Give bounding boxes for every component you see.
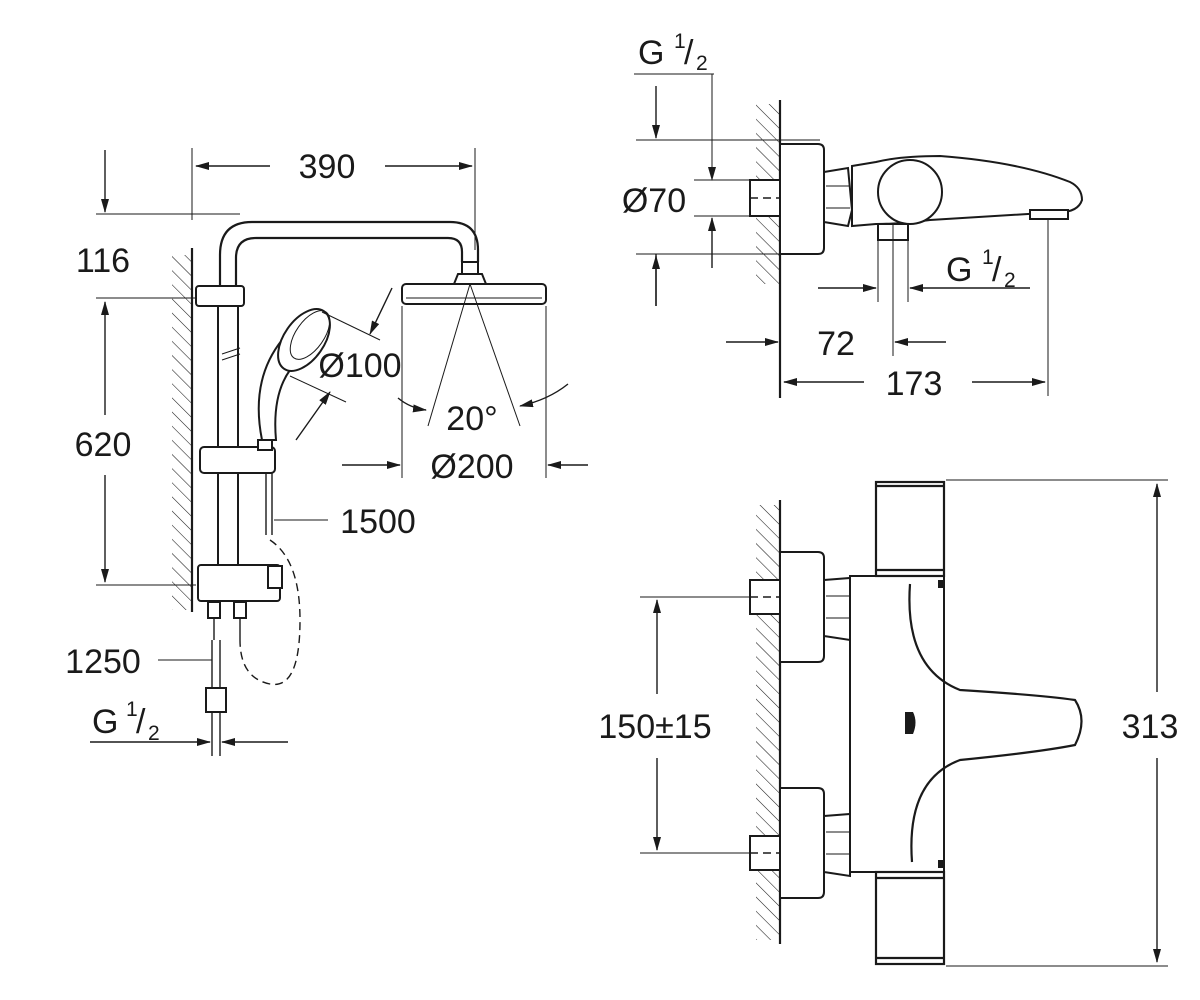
wall-bottom-right [756, 500, 782, 944]
thread-bottom-sup: 1 [126, 698, 138, 721]
dim-rail-height: 620 [75, 301, 196, 586]
thermostat-front-body [849, 575, 945, 873]
dim-outlet-offset: 72 [726, 242, 946, 363]
thread-outlet-slash: / [992, 251, 1002, 289]
dim-d200-label: Ø200 [430, 448, 513, 486]
dim-angle-label: 20° [446, 400, 497, 438]
dim-thread-outlet: G 1 / 2 [818, 240, 1030, 302]
dim-1250-label: 1250 [65, 643, 141, 681]
thread-top-main: G [638, 34, 664, 72]
thermostat-front-view: 150±15 313 [598, 479, 1179, 967]
upper-nut [823, 576, 851, 642]
control-knob [877, 159, 943, 225]
dim-d100-label: Ø100 [318, 347, 401, 385]
wall-top-right [756, 100, 782, 398]
dim-top-height: 116 [76, 150, 240, 299]
dim-116-label: 116 [76, 242, 130, 280]
dim-390-label: 390 [299, 148, 356, 186]
thread-top-sub: 2 [696, 52, 708, 75]
dim-inlet-centres: 150±15 [598, 596, 752, 854]
wall-flange [779, 143, 825, 255]
dim-313-label: 313 [1122, 708, 1179, 746]
indicator-mark [905, 712, 916, 734]
thread-outlet-sub: 2 [1004, 269, 1016, 292]
thread-top-slash: / [684, 34, 694, 72]
thread-outlet-main: G [946, 251, 972, 289]
upper-flange [779, 551, 825, 663]
dim-620-label: 620 [75, 426, 132, 464]
thread-outlet-sup: 1 [982, 246, 994, 269]
dim-connection-hose-length: 1250 [65, 643, 212, 681]
dim-flange-diameter: Ø70 [622, 179, 780, 268]
wall-left [172, 248, 194, 612]
head-shower [401, 261, 547, 305]
dim-body-length: 313 [946, 479, 1179, 967]
dim-head-shower-diameter: Ø200 [342, 306, 588, 486]
nut [823, 166, 854, 228]
thread-bottom-sub: 2 [148, 722, 160, 745]
thread-bottom-main: G [92, 703, 118, 741]
thread-bottom-slash: / [136, 703, 146, 741]
temperature-handle [874, 480, 946, 578]
dim-150-label: 150±15 [598, 708, 711, 746]
dim-arm-reach: 390 [191, 148, 476, 250]
dim-hose-length: 1500 [274, 503, 416, 541]
flow-handle [874, 870, 946, 966]
spout-outline [908, 583, 1083, 863]
shower-system-view: 390 116 620 Ø100 [65, 148, 588, 756]
hand-shower [257, 308, 331, 451]
dim-72-label: 72 [817, 325, 855, 363]
dim-thread-top: G 1 / 2 [634, 30, 820, 306]
lower-nut [823, 812, 851, 878]
shower-rail [195, 220, 480, 756]
thread-top-sup: 1 [674, 30, 686, 53]
thermostat-side-view: G 1 / 2 Ø70 G 1 / 2 7 [622, 30, 1084, 403]
spout-tip [1029, 209, 1069, 220]
dim-thread-bottom: G 1 / 2 [90, 698, 288, 746]
dim-spray-angle: 20° [397, 283, 569, 438]
dim-d70-label: Ø70 [622, 182, 686, 220]
lower-flange [779, 787, 825, 899]
dim-projection: 173 [783, 218, 1049, 403]
dim-173-label: 173 [886, 365, 943, 403]
dim-1500-label: 1500 [340, 503, 416, 541]
dim-hand-shower-diameter: Ø100 [289, 287, 402, 441]
